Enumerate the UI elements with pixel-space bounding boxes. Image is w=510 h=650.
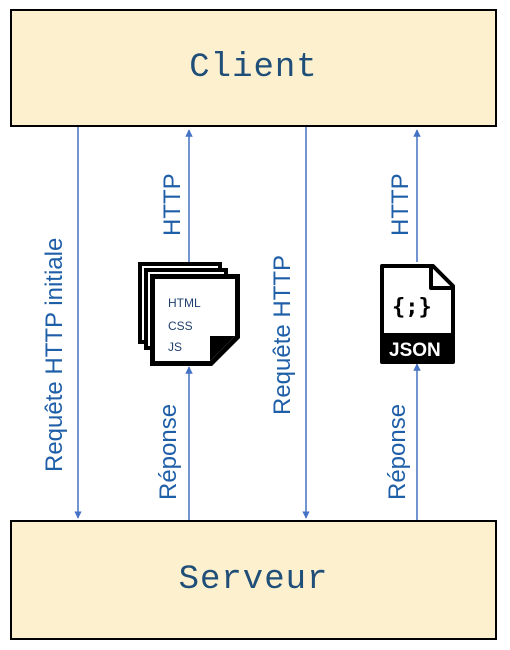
http-request-label: Requête HTTP [269,255,296,415]
http-label-2: HTTP [387,173,414,236]
http-label-1: HTTP [159,173,186,236]
client-box: Client [10,9,497,127]
json-label: JSON [389,340,441,361]
json-file-icon: {;} JSON [380,264,455,364]
response-label-2: Réponse [384,404,411,500]
doc-line-js: JS [168,340,182,354]
initial-request-label: Requête HTTP initiale [41,238,68,472]
document-stack-icon: HTML CSS JS [138,262,240,366]
json-braces: {;} [392,295,432,320]
client-label: Client [189,49,318,87]
response-label-1: Réponse [155,404,182,500]
server-box: Serveur [10,520,497,640]
doc-line-html: HTML [168,296,201,310]
server-label: Serveur [178,561,329,599]
doc-line-css: CSS [168,319,193,333]
